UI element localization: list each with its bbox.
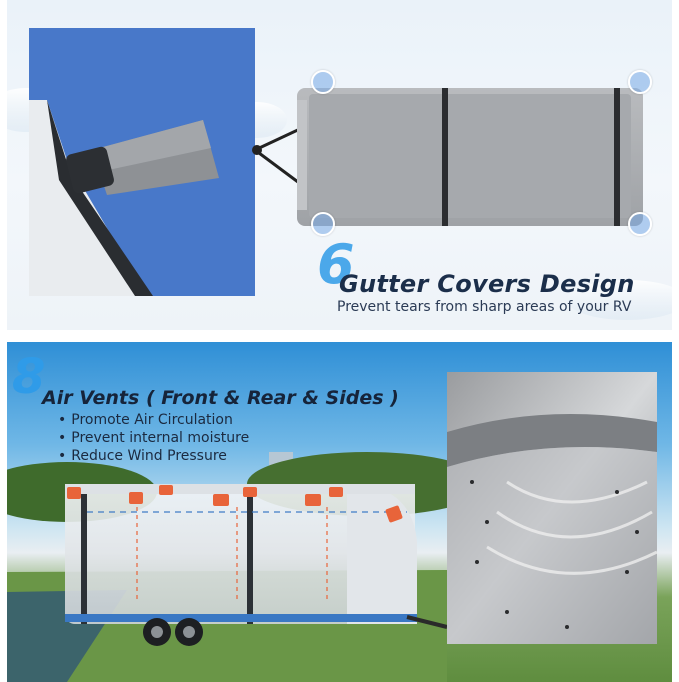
corner-marker [628, 212, 652, 236]
air-vents-photo [7, 372, 658, 682]
air-vents-panel: 8 Air Vents ( Front & Rear & Sides ) Pro… [7, 342, 672, 682]
vent-marker [305, 494, 321, 506]
feature-subtitle: Prevent tears from sharp areas of your R… [337, 299, 632, 315]
feature-title: Air Vents ( Front & Rear & Sides ) [42, 387, 399, 409]
vent-closeup [447, 372, 658, 644]
vent-marker [329, 487, 343, 497]
vent-marker [159, 485, 173, 495]
vent-markers [67, 485, 403, 523]
gutter-cover-photo [7, 28, 672, 320]
vent-marker [213, 494, 229, 506]
vent-marker [129, 492, 143, 504]
feature-number: 8 [12, 349, 46, 405]
feature-number: 6 [317, 233, 355, 296]
corner-marker [311, 212, 335, 236]
gutter-cover-sleeve [66, 120, 219, 195]
feature-bullet: Reduce Wind Pressure [58, 448, 227, 464]
feature-bullet: Prevent internal moisture [58, 430, 249, 446]
gutter-cover-panel: 6 Gutter Covers Design Prevent tears fro… [7, 0, 672, 330]
rv-trailer [65, 484, 448, 646]
vent-marker [385, 505, 403, 523]
corner-marker [628, 70, 652, 94]
rv-roof-top-view [297, 88, 643, 226]
vent-marker [67, 487, 81, 499]
feature-bullet: Promote Air Circulation [58, 412, 233, 428]
vent-marker [243, 487, 257, 497]
feature-title: Gutter Covers Design [339, 270, 635, 298]
corner-marker [311, 70, 335, 94]
